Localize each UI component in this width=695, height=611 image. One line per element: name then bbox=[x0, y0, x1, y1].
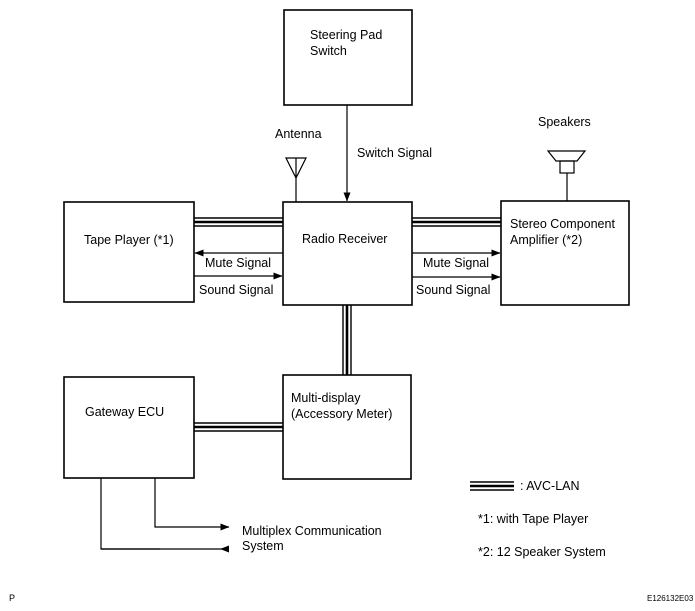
multiplex-in-arrow bbox=[100, 478, 229, 550]
radio-receiver-block: Radio Receiver bbox=[282, 201, 413, 306]
sound-signal-left-label: Sound Signal bbox=[199, 283, 273, 297]
multiplex-out-arrow bbox=[154, 478, 230, 531]
gateway-ecu-label: Gateway ECU bbox=[85, 405, 164, 419]
switch-signal-label: Switch Signal bbox=[357, 146, 432, 160]
avc-lan-legend-symbol bbox=[470, 481, 514, 491]
sound-signal-right-label: Sound Signal bbox=[416, 283, 490, 297]
multi-display-block: Multi-display (Accessory Meter) bbox=[282, 374, 412, 480]
speaker-symbol bbox=[546, 150, 587, 201]
avc-lan-legend-label: : AVC-LAN bbox=[520, 479, 580, 493]
footer-left-mark: P bbox=[9, 593, 15, 603]
note-2: *2: 12 Speaker System bbox=[478, 545, 606, 559]
gateway-ecu-block: Gateway ECU bbox=[63, 376, 195, 479]
avc-lan-bus-tape-radio bbox=[194, 217, 283, 227]
speakers-label: Speakers bbox=[538, 115, 591, 129]
steering-pad-switch-block: Steering Pad Switch bbox=[283, 9, 413, 106]
radio-receiver-label: Radio Receiver bbox=[302, 232, 387, 246]
note-1: *1: with Tape Player bbox=[478, 512, 588, 526]
mute-signal-right-label: Mute Signal bbox=[423, 256, 489, 270]
multiplex-label: Multiplex Communication System bbox=[242, 524, 385, 553]
tape-player-block: Tape Player (*1) bbox=[63, 201, 195, 303]
multi-display-label: Multi-display (Accessory Meter) bbox=[291, 391, 392, 421]
antenna-symbol bbox=[285, 157, 307, 202]
stereo-amplifier-block: Stereo Component Amplifier (*2) bbox=[500, 200, 630, 306]
mute-signal-left-label: Mute Signal bbox=[205, 256, 271, 270]
steering-pad-switch-label: Steering Pad Switch bbox=[310, 28, 386, 58]
avc-lan-bus-gateway-display bbox=[194, 422, 283, 432]
stereo-amplifier-label: Stereo Component Amplifier (*2) bbox=[510, 217, 618, 247]
figure-code: E126132E03 bbox=[647, 594, 694, 603]
tape-player-label: Tape Player (*1) bbox=[84, 233, 174, 247]
avc-lan-bus-radio-display bbox=[342, 305, 352, 375]
antenna-label: Antenna bbox=[275, 127, 322, 141]
avc-lan-bus-radio-amplifier bbox=[412, 217, 501, 227]
